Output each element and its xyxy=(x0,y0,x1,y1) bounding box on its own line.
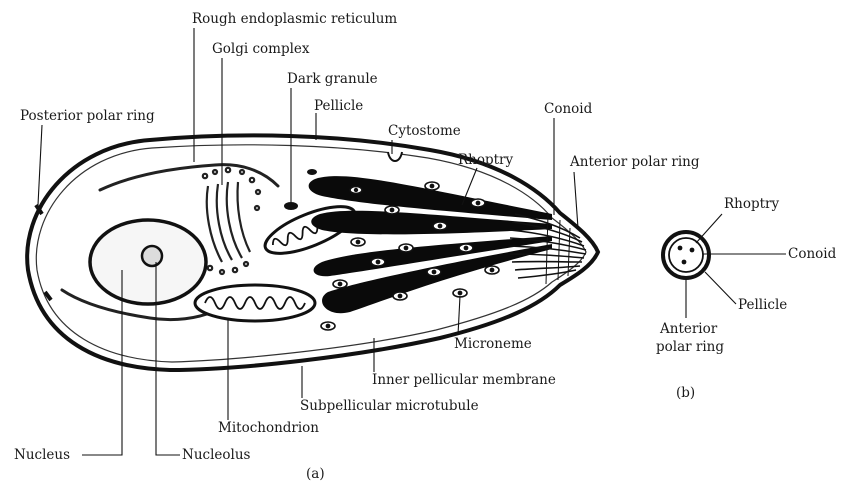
label-anterior-ring: Anterior polar ring xyxy=(569,154,700,170)
label-golgi: Golgi complex xyxy=(212,41,310,57)
nucleolus xyxy=(142,246,162,266)
label-cytostome: Cytostome xyxy=(388,123,461,139)
label-mitochondrion: Mitochondrion xyxy=(218,420,319,436)
label-microneme: Microneme xyxy=(454,336,532,352)
label-rough-er: Rough endoplasmic reticulum xyxy=(192,11,397,27)
microneme xyxy=(399,244,413,252)
label-dark-granule: Dark granule xyxy=(287,71,378,87)
microneme xyxy=(371,258,385,266)
panel-b-caption: (b) xyxy=(676,385,695,401)
label-rhoptry: Rhoptry xyxy=(458,152,514,168)
label-inner-membrane: Inner pellicular membrane xyxy=(372,372,556,388)
panel-a-caption: (a) xyxy=(306,466,325,482)
microneme xyxy=(453,289,467,297)
microneme xyxy=(393,292,407,300)
microneme xyxy=(433,222,447,230)
rhoptries xyxy=(309,176,552,313)
dark-granule xyxy=(307,169,317,175)
label-subpellicular: Subpellicular microtubule xyxy=(300,398,479,414)
cytostome xyxy=(388,152,402,161)
microneme xyxy=(351,238,365,246)
microneme xyxy=(427,268,441,276)
microneme xyxy=(333,280,347,288)
microneme xyxy=(350,187,362,194)
label-pellicle: Pellicle xyxy=(314,98,363,114)
inset-label-pellicle: Pellicle xyxy=(738,297,787,313)
microneme xyxy=(385,206,399,214)
microneme xyxy=(471,199,485,207)
mitochondrion-lower xyxy=(195,285,315,321)
label-conoid: Conoid xyxy=(544,101,593,117)
microneme xyxy=(321,322,335,330)
inset-label-anterior: Anterior xyxy=(659,321,718,337)
inset-label-polar-ring: polar ring xyxy=(656,339,724,355)
inset-labels: Rhoptry Conoid Pellicle Anterior polar r… xyxy=(656,196,837,401)
dark-granule xyxy=(284,202,298,210)
label-posterior-ring: Posterior polar ring xyxy=(20,108,155,124)
inset-label-rhoptry: Rhoptry xyxy=(724,196,780,212)
label-nucleus: Nucleus xyxy=(14,447,70,463)
microneme xyxy=(485,266,499,274)
microneme xyxy=(425,182,439,190)
cross-section-inset xyxy=(663,232,709,278)
inset-label-conoid: Conoid xyxy=(788,246,837,262)
nucleus xyxy=(90,220,206,304)
label-nucleolus: Nucleolus xyxy=(182,447,251,463)
microneme xyxy=(459,244,473,252)
